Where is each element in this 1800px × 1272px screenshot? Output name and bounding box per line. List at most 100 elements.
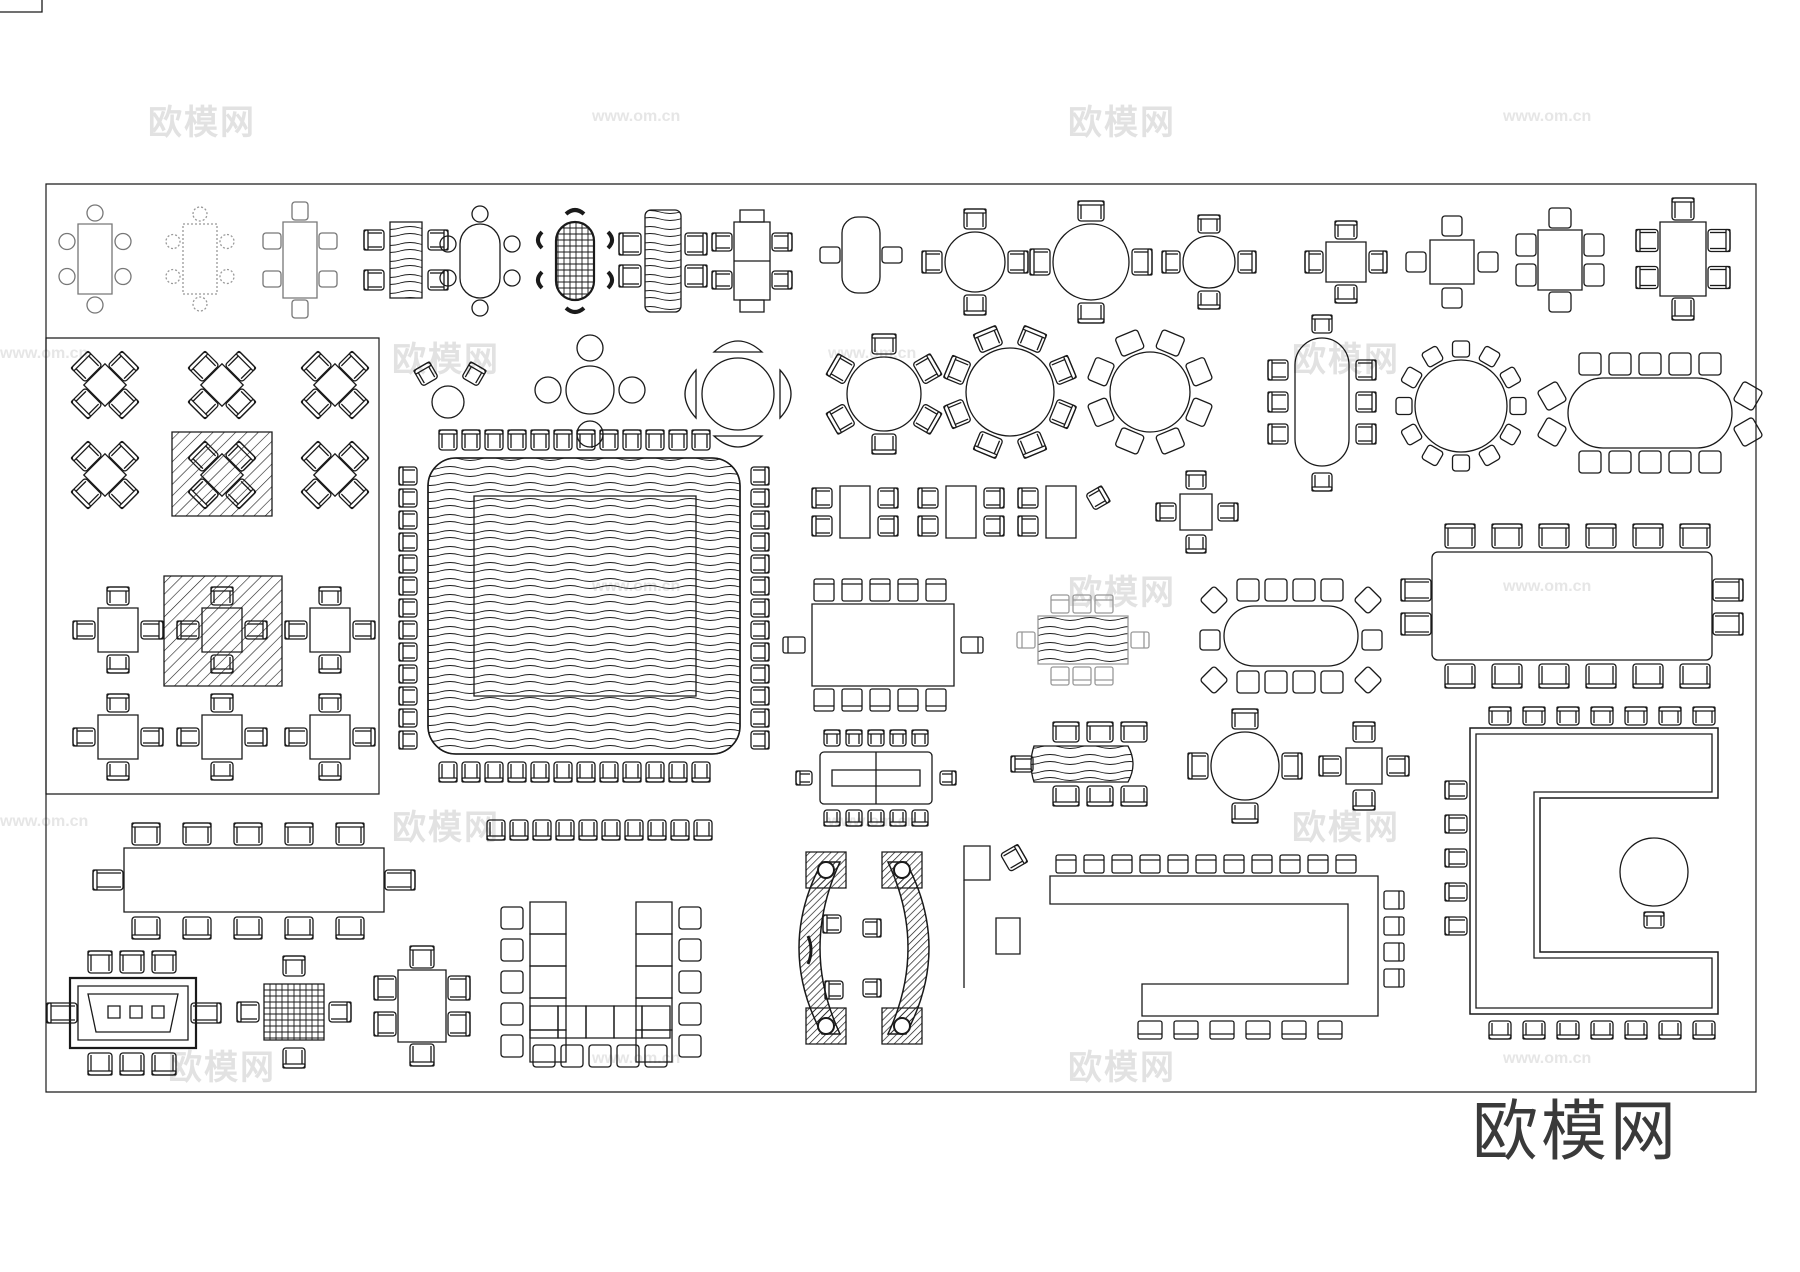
square-table-4-c [1319,722,1409,810]
chair [188,351,219,382]
chair [1523,1021,1545,1039]
chair [285,917,313,939]
chair [1078,303,1104,323]
u-shaped-conference-table [1445,707,1718,1039]
watermark-url: www.om.cn [0,813,89,830]
chair [439,762,457,782]
chair [922,251,942,273]
chair [577,762,595,782]
square-table-4-diagonal [54,424,156,526]
chair [292,202,308,220]
round-table-4-small [1162,215,1256,309]
chair [301,388,332,419]
chair [353,728,375,746]
square-table-4-panel [177,587,267,673]
chair [385,870,415,890]
chair [1155,329,1185,357]
chair [1280,855,1300,873]
chair [374,1012,396,1036]
chair [1246,1021,1270,1039]
chair [863,919,881,937]
chair [1356,392,1376,412]
chair [1185,397,1213,427]
chair [93,870,123,890]
chair [1591,1021,1613,1039]
chair [694,820,712,840]
chair [87,205,103,221]
chair [1445,883,1467,901]
round-table-2-small [414,362,487,418]
wood-oval-table-6 [1011,722,1147,806]
chair [225,388,256,419]
chair [669,762,687,782]
chair [1478,444,1501,466]
drawing-frame [46,184,1756,1092]
chair [1268,392,1288,412]
chair [1492,664,1522,688]
chair [531,430,549,450]
watermark-logo: 欧模网 [1292,340,1400,380]
chair [245,728,267,746]
chair [487,820,505,840]
chair [1174,1021,1198,1039]
watermark-logo: 欧模网 [392,340,500,380]
chair [374,976,396,1000]
chair [285,728,307,746]
chair [1318,1021,1342,1039]
chair [414,362,439,387]
chair [1200,666,1228,694]
chair [961,637,983,653]
chair [319,762,341,780]
wood-table-4 [364,222,448,298]
square-table-4-diagonal [284,424,386,526]
chair [1018,516,1038,536]
chair [772,271,792,289]
chair [872,334,896,354]
chair [399,643,417,661]
chair [399,577,417,595]
chair [399,687,417,705]
chair [926,689,946,711]
chair [399,709,417,727]
oval-table-12 [1537,353,1763,473]
chair [234,917,262,939]
chair [399,533,417,551]
chair [1121,722,1147,742]
chair [1312,473,1332,491]
chair [648,820,666,840]
chair [1396,398,1412,415]
two-person-tables [812,471,1238,553]
chair [679,971,701,993]
chair [1140,855,1160,873]
chair [1354,666,1382,694]
chair [177,621,199,639]
chair [1523,707,1545,725]
chair [108,441,139,472]
chair [59,234,75,250]
chair [485,430,503,450]
chair [508,430,526,450]
chair [107,655,129,673]
chair [107,762,129,780]
chair [108,351,139,382]
chair [88,951,112,973]
chair [301,478,332,509]
chair [1017,431,1047,459]
chair [353,621,375,639]
chair [1319,756,1341,776]
chair [1672,198,1694,220]
square-table-4-diagonal [171,334,273,436]
chair [600,762,618,782]
chair [823,915,841,933]
chair [820,247,840,263]
chair [1549,292,1571,312]
chair [188,478,219,509]
chair [319,271,337,287]
chair [364,230,384,250]
chair [814,689,834,711]
chair [1200,586,1228,614]
chair [115,269,131,285]
chair [1445,917,1467,935]
chair [1053,786,1079,806]
chair [1639,353,1661,375]
